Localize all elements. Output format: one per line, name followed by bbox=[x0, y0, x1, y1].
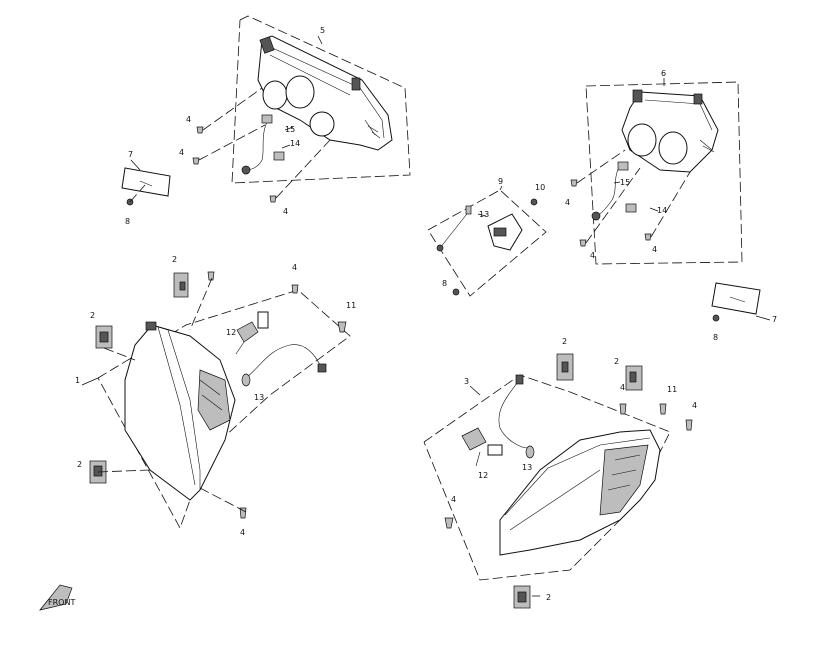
callout-4-hr-a: 4 bbox=[451, 495, 456, 504]
callout-8-mid: 8 bbox=[442, 279, 447, 288]
callout-4-hr-b: 4 bbox=[620, 383, 625, 392]
callout-9: 9 bbox=[498, 177, 503, 186]
front-label: FRONT bbox=[48, 598, 75, 607]
screw-icon bbox=[444, 403, 693, 529]
headlight-left-group: 1 12 13 4 4 11 bbox=[75, 255, 356, 537]
callout-7-right: 7 bbox=[772, 315, 777, 324]
license-lamp-wire bbox=[436, 205, 472, 252]
bulb-left-12 bbox=[235, 311, 269, 355]
callout-11-left: 11 bbox=[346, 301, 356, 310]
callout-4-hr-c: 4 bbox=[692, 401, 697, 410]
license-lamp-body bbox=[487, 213, 523, 251]
reflector-plate-left: 7 8 bbox=[121, 150, 171, 226]
headlight-right-boundary bbox=[423, 374, 671, 581]
callout-4-hl-a: 4 bbox=[292, 263, 297, 272]
headlight-right-housing bbox=[499, 429, 661, 556]
headlight-right-group: 3 12 13 4 4 4 11 bbox=[423, 337, 697, 609]
callout-4-hl-b: 4 bbox=[240, 528, 245, 537]
callout-4-tl-c: 4 bbox=[283, 207, 288, 216]
license-lamp-boundary bbox=[427, 189, 547, 297]
callout-2-e: 2 bbox=[614, 357, 619, 366]
callout-4-tr-b: 4 bbox=[590, 251, 595, 260]
front-direction-marker: FRONT bbox=[39, 584, 75, 611]
clip-icon bbox=[513, 353, 643, 609]
callout-4-tl-a: 4 bbox=[186, 115, 191, 124]
headlight-left-boundary bbox=[97, 289, 351, 529]
callout-2-d: 2 bbox=[562, 337, 567, 346]
callout-12-right: 12 bbox=[478, 471, 488, 480]
tail-light-right-harness bbox=[591, 161, 637, 221]
callout-2-a: 2 bbox=[172, 255, 177, 264]
callout-13-lamp: 13 bbox=[479, 210, 489, 219]
tail-light-left-boundary bbox=[231, 15, 411, 184]
bulb-right-13 bbox=[498, 374, 535, 459]
callout-10: 10 bbox=[535, 183, 545, 192]
callout-8-left: 8 bbox=[125, 217, 130, 226]
callout-6: 6 bbox=[661, 69, 666, 78]
callout-5: 5 bbox=[320, 26, 325, 35]
tail-light-left-housing bbox=[257, 35, 393, 151]
license-lamp-group: 9 13 10 8 bbox=[427, 177, 547, 297]
callout-15-tl: 15 bbox=[285, 125, 295, 134]
callout-4-tr-c: 4 bbox=[652, 245, 657, 254]
tail-light-right-boundary bbox=[585, 81, 743, 265]
callout-2-b: 2 bbox=[90, 311, 95, 320]
tail-light-left-group: 15 14 5 4 4 4 bbox=[179, 15, 411, 216]
headlight-left-housing bbox=[124, 321, 236, 501]
callout-14-tr: 14 bbox=[657, 206, 667, 215]
callout-13-right: 13 bbox=[522, 463, 532, 472]
callout-2-c: 2 bbox=[77, 460, 82, 469]
screw-icon bbox=[192, 126, 277, 203]
bulb-right-12 bbox=[461, 427, 503, 467]
callout-15-tr: 15 bbox=[620, 178, 630, 187]
callout-4-tr-a: 4 bbox=[565, 198, 570, 207]
callout-8-right: 8 bbox=[713, 333, 718, 342]
screw-icon bbox=[570, 179, 652, 247]
callout-2-f: 2 bbox=[546, 593, 551, 602]
screw-icon bbox=[207, 271, 347, 519]
bulb-left-13 bbox=[241, 344, 327, 387]
callout-13-left: 13 bbox=[254, 393, 264, 402]
callout-3: 3 bbox=[464, 377, 469, 386]
reflector-plate-right: 7 8 bbox=[711, 282, 777, 342]
callout-14-tl: 14 bbox=[290, 139, 300, 148]
callout-1: 1 bbox=[75, 376, 80, 385]
callout-4-tl-b: 4 bbox=[179, 148, 184, 157]
tail-light-left-harness bbox=[241, 114, 285, 175]
callout-11-right: 11 bbox=[667, 385, 677, 394]
callout-7-left: 7 bbox=[128, 150, 133, 159]
tail-light-right-housing bbox=[621, 89, 719, 173]
callout-12-left: 12 bbox=[226, 328, 236, 337]
tail-light-right-group: 15 14 6 4 4 4 bbox=[565, 69, 743, 265]
